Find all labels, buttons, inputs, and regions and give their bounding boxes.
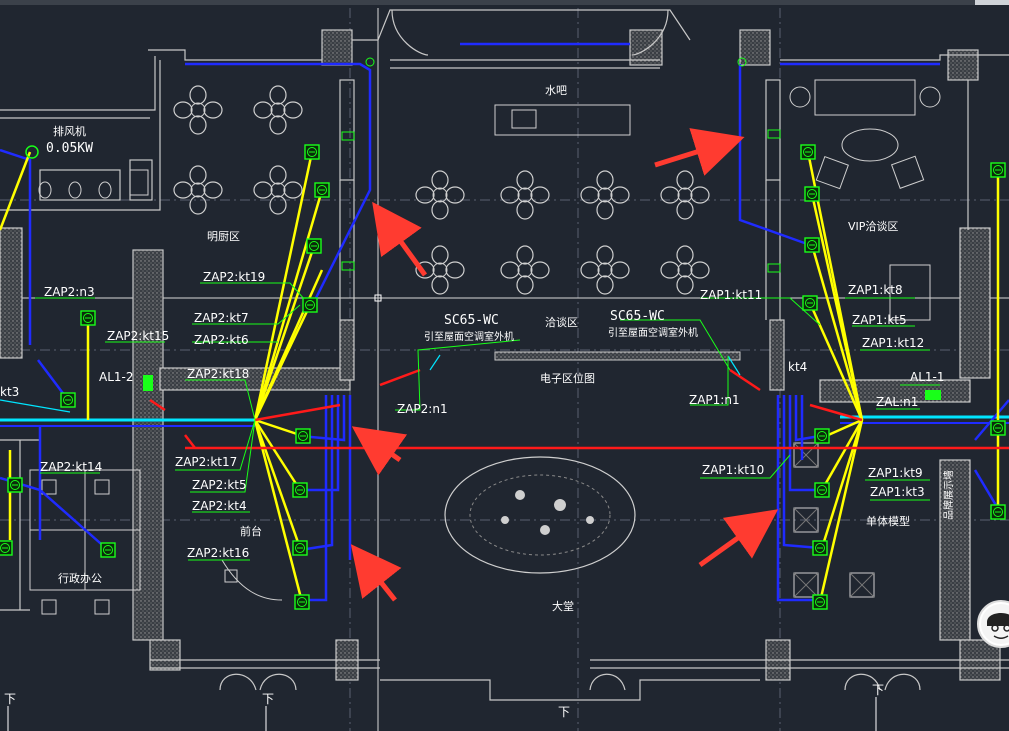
label-zap1-kt3: ZAP1:kt3 (870, 485, 925, 499)
label-zap2-n1: ZAP2:n1 (397, 402, 448, 416)
label-al1-1: AL1-1 (910, 370, 945, 384)
pipe-notes: SC65-WC 引至屋面空调室外机 SC65-WC 引至屋面空调室外机 下 下 … (4, 309, 884, 731)
leader-lines (0, 354, 741, 413)
label-zap1-n1: ZAP1:n1 (689, 393, 740, 407)
label-leaders (35, 282, 940, 561)
annotation-arrows (350, 128, 779, 602)
label-zap2-kt5: ZAP2:kt5 (192, 478, 247, 492)
label-zap1-kt12: ZAP1:kt12 (862, 336, 924, 350)
electronic-area-label: 电子区位图 (540, 371, 595, 385)
admin-office-label: 行政办公 (58, 571, 102, 585)
label-kt3-left: kt3 (0, 385, 19, 399)
label-zap2-kt7: ZAP2:kt7 (194, 311, 249, 325)
exhaust-fan-label: 排风机 (53, 124, 86, 138)
water-bar-label: 水吧 (545, 84, 567, 97)
cursor-pickbox (374, 294, 382, 302)
window-corner-handle[interactable] (975, 0, 1009, 5)
label-kt4: kt4 (788, 360, 807, 374)
display-area-label: 品牌展示墙 (942, 470, 955, 520)
avatar-face-icon (981, 604, 1009, 644)
note-sc65-left-desc: 引至屋面空调室外机 (424, 330, 514, 343)
vip-area-label: VIP洽谈区 (848, 220, 898, 233)
fan-power-label: 0.05KW (46, 141, 93, 156)
label-zap2-kt6: ZAP2:kt6 (194, 333, 249, 347)
walls (0, 9, 1009, 701)
label-zap2-n3: ZAP2:n3 (44, 285, 95, 299)
note-down-3: 下 (558, 705, 570, 719)
label-zap2-kt19: ZAP2:kt19 (203, 270, 265, 284)
label-zap2-kt18: ZAP2:kt18 (187, 367, 249, 381)
furniture (29, 79, 941, 615)
yellow-wiring (0, 151, 1000, 603)
label-zap2-kt17: ZAP2:kt17 (175, 455, 237, 469)
note-sc65-right: SC65-WC (610, 309, 665, 324)
label-zap1-kt8: ZAP1:kt8 (848, 283, 903, 297)
label-al1-2: AL1-2 (99, 370, 134, 384)
red-wiring (149, 368, 1009, 450)
room-labels: 排风机 0.05KW 明厨区 水吧 VIP洽谈区 洽谈区 电子区位图 大堂 前台… (46, 84, 955, 613)
device-symbols (0, 57, 1006, 610)
label-zap1-kt10: ZAP1:kt10 (702, 463, 764, 477)
note-sc65-right-desc: 引至屋面空调室外机 (608, 326, 698, 339)
front-desk-label: 前台 (240, 524, 262, 538)
lobby-label: 大堂 (552, 599, 574, 613)
main-bus (0, 415, 1009, 427)
label-zap1-kt5: ZAP1:kt5 (852, 313, 907, 327)
label-zap1-kt9: ZAP1:kt9 (868, 466, 923, 480)
note-down-2: 下 (262, 692, 274, 706)
unit-model-label: 单体模型 (866, 514, 910, 528)
label-zap2-kt4: ZAP2:kt4 (192, 499, 247, 513)
talk-area-label: 洽谈区 (545, 316, 578, 329)
note-down-4: 下 (872, 683, 884, 697)
label-zal-n1: ZAL:n1 (876, 395, 918, 409)
note-down-1: 下 (4, 692, 16, 706)
label-zap2-kt14: ZAP2:kt14 (40, 460, 102, 474)
window-top-bar (0, 0, 1009, 5)
label-zap2-kt15: ZAP2:kt15 (107, 329, 169, 343)
note-sc65-left: SC65-WC (444, 313, 499, 328)
label-zap1-kt11: ZAP1:kt11 (700, 288, 762, 302)
label-zap2-kt16: ZAP2:kt16 (187, 546, 249, 560)
user-avatar[interactable] (977, 600, 1009, 648)
bright-area-label: 明厨区 (207, 230, 240, 243)
circuit-labels: ZAP2:n3 ZAP2:kt19 ZAP2:kt7 ZAP2:kt6 ZAP2… (0, 270, 945, 560)
